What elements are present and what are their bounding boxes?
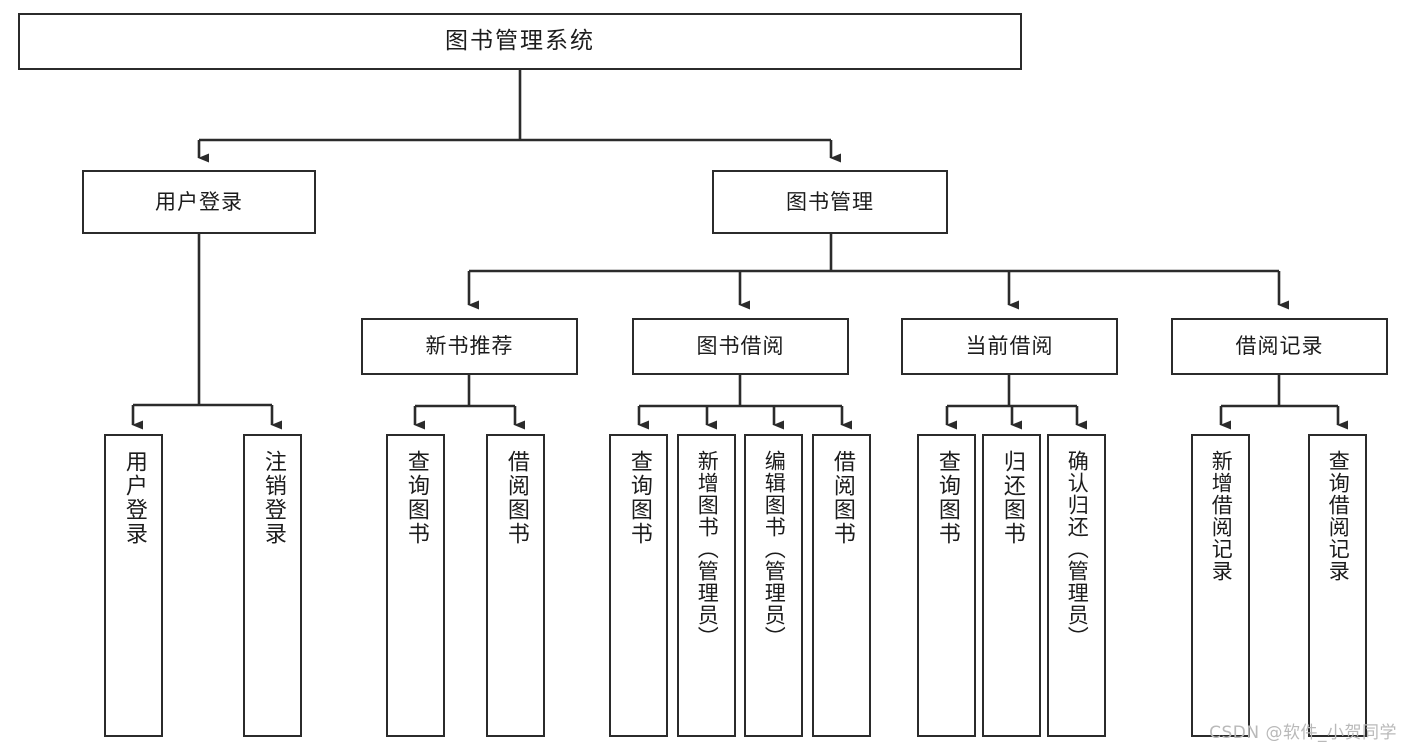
node-borrow-record[interactable]: 借阅记录 — [1171, 318, 1388, 375]
leaf-book-borrow-query[interactable]: 查询图书 — [609, 434, 668, 737]
node-label: 新增借阅记录 — [1209, 450, 1234, 582]
csdn-watermark: CSDN @软件_小贺同学 — [1209, 723, 1397, 743]
node-book-borrow[interactable]: 图书借阅 — [632, 318, 849, 375]
node-label: 确认归还（管理员） — [1065, 450, 1090, 648]
leaf-user-login-logout[interactable]: 注销登录 — [243, 434, 302, 737]
node-label: 新增图书（管理员） — [695, 450, 720, 648]
node-user-login[interactable]: 用户登录 — [82, 170, 316, 234]
node-current-borrow[interactable]: 当前借阅 — [901, 318, 1118, 375]
node-label: 查询图书 — [626, 450, 652, 546]
node-root-system[interactable]: 图书管理系统 — [18, 13, 1022, 70]
node-label: 图书管理 — [786, 189, 874, 214]
leaf-book-borrow-edit[interactable]: 编辑图书（管理员） — [744, 434, 803, 737]
node-label: 借阅记录 — [1235, 334, 1324, 359]
leaf-current-borrow-confirm-return[interactable]: 确认归还（管理员） — [1047, 434, 1106, 737]
node-label: 用户登录 — [121, 450, 147, 546]
leaf-borrow-record-add[interactable]: 新增借阅记录 — [1191, 434, 1250, 737]
node-new-book-recommend[interactable]: 新书推荐 — [361, 318, 578, 375]
node-label: 借阅图书 — [829, 450, 855, 546]
node-label: 归还图书 — [999, 450, 1025, 546]
node-label: 用户登录 — [155, 189, 243, 214]
leaf-new-book-query[interactable]: 查询图书 — [386, 434, 445, 737]
leaf-borrow-record-query[interactable]: 查询借阅记录 — [1308, 434, 1367, 737]
node-book-management[interactable]: 图书管理 — [712, 170, 948, 234]
leaf-book-borrow-borrow[interactable]: 借阅图书 — [812, 434, 871, 737]
leaf-book-borrow-add[interactable]: 新增图书（管理员） — [677, 434, 736, 737]
node-label: 图书管理系统 — [445, 28, 595, 55]
leaf-new-book-borrow[interactable]: 借阅图书 — [486, 434, 545, 737]
node-label: 查询借阅记录 — [1326, 450, 1351, 582]
node-label: 借阅图书 — [503, 450, 529, 546]
node-label: 新书推荐 — [425, 334, 514, 359]
node-label: 当前借阅 — [965, 334, 1054, 359]
leaf-current-borrow-query[interactable]: 查询图书 — [917, 434, 976, 737]
node-label: 编辑图书（管理员） — [762, 450, 787, 648]
node-label: 查询图书 — [403, 450, 429, 546]
node-label: 查询图书 — [934, 450, 960, 546]
node-label: 注销登录 — [260, 450, 286, 546]
leaf-user-login-login[interactable]: 用户登录 — [104, 434, 163, 737]
node-label: 图书借阅 — [696, 334, 785, 359]
leaf-current-borrow-return[interactable]: 归还图书 — [982, 434, 1041, 737]
